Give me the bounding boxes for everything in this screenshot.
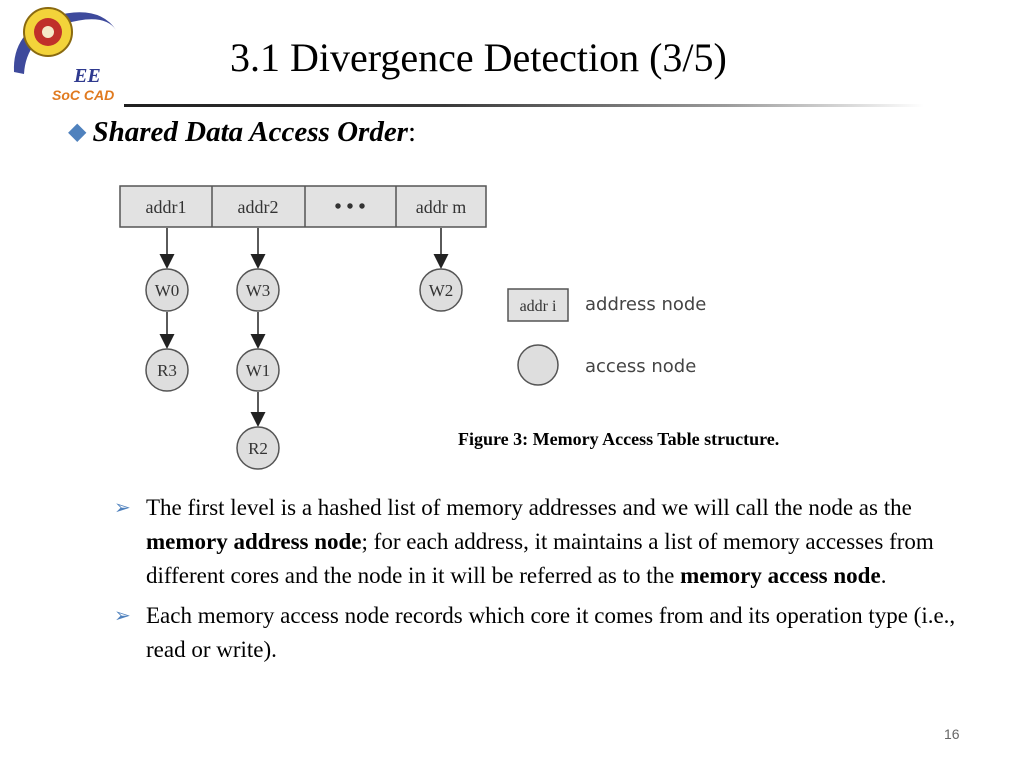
access-node-label: W0: [155, 281, 180, 300]
access-node: [419, 268, 463, 312]
ee-soc-cad-logo: EE SoC CAD: [13, 7, 117, 103]
slide-title: 3.1 Divergence Detection (3/5): [230, 35, 727, 80]
bullet-bold-term: memory address node: [146, 529, 362, 554]
legend-address-box-text: addr i: [520, 298, 557, 315]
access-node-label: W2: [429, 281, 454, 300]
figure-caption: Figure 3: Memory Access Table structure.: [458, 429, 780, 449]
logo-soc-text: SoC CAD: [52, 87, 114, 103]
subheading: ◆Shared Data Access Order:: [68, 116, 416, 149]
bullet-item: ➢ The first level is a hashed list of me…: [112, 491, 992, 593]
arrow-bullet-icon: ➢: [114, 497, 131, 519]
subheading-text: Shared Data Access Order: [92, 116, 408, 148]
page-number: 16: [944, 726, 960, 742]
access-node-label: R2: [248, 439, 268, 458]
access-node: [145, 348, 189, 392]
access-node-label: W1: [246, 361, 271, 380]
bullet-text: .: [880, 563, 887, 588]
logo-ee-text: EE: [73, 65, 101, 87]
legend-address-label: address node: [585, 294, 706, 315]
title-divider: [124, 104, 924, 107]
access-node: [145, 268, 189, 312]
address-row: [119, 185, 487, 228]
address-ellipsis: • • •: [334, 196, 365, 218]
access-node: [236, 426, 280, 470]
bullet-text: Each memory access node records which co…: [146, 603, 956, 662]
memory-access-table-figure: addr1 addr2 • • • addr m W0 R3 W3 W1 R2 …: [119, 185, 706, 470]
address-node-1: addr1: [146, 197, 187, 217]
diamond-bullet-icon: ◆: [68, 119, 87, 145]
address-node-m: addr m: [416, 197, 466, 217]
bullet-list: ➢ The first level is a hashed list of me…: [112, 491, 992, 673]
bullet-item: ➢ Each memory access node records which …: [112, 599, 992, 667]
legend-address-box: [507, 288, 569, 322]
subheading-suffix: :: [407, 116, 417, 148]
bullet-text: The first level is a hashed list of memo…: [146, 495, 912, 520]
legend-access-circle: [517, 344, 559, 386]
access-node: [236, 268, 280, 312]
bullet-bold-term: memory access node: [680, 563, 881, 588]
arrow-bullet-icon: ➢: [114, 605, 131, 627]
access-node-label: W3: [246, 281, 271, 300]
bullet-text: ; for each address, it maintains a list …: [146, 529, 934, 588]
address-node-2: addr2: [238, 197, 279, 217]
access-node-label: R3: [157, 361, 177, 380]
legend-access-label: access node: [585, 356, 696, 377]
access-node: [236, 348, 280, 392]
